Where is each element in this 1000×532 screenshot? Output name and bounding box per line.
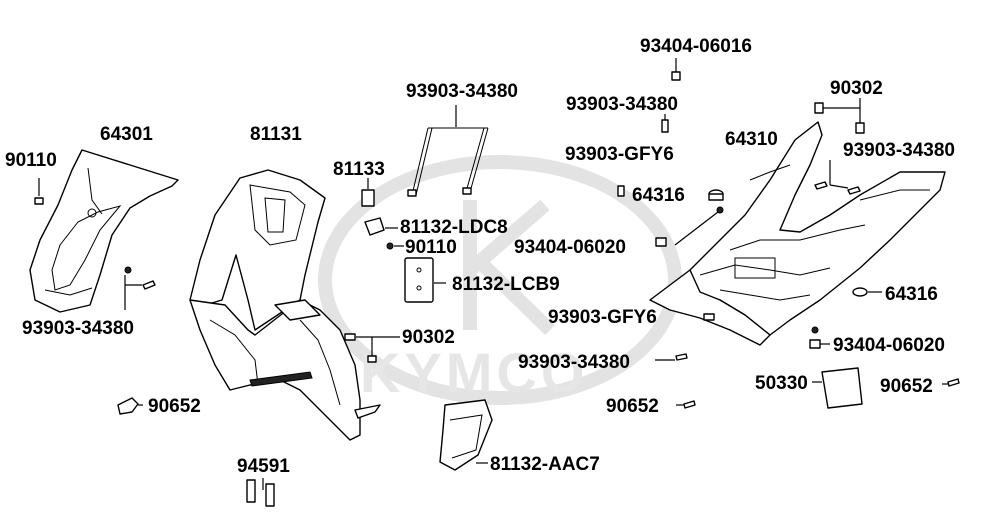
label-50330: 50330 <box>755 373 808 394</box>
clip-90302-left <box>344 333 400 363</box>
label-93903-gfy6-lower: 93903-GFY6 <box>548 307 657 328</box>
label-90110-mid: 90110 <box>405 237 457 258</box>
kymco-watermark-logo: KYMCO <box>318 155 682 405</box>
plate-81132-lcb9 <box>404 257 446 303</box>
screw-93903-upper <box>661 114 669 133</box>
screw-93404-06016 <box>671 58 681 81</box>
label-90652-right: 90652 <box>880 376 933 397</box>
pad-50330 <box>812 367 863 409</box>
label-93903-gfy6-upper: 93903-GFY6 <box>565 144 674 165</box>
grommet-64316-lower <box>852 287 882 297</box>
clip-90652-mid <box>676 400 696 409</box>
label-93404-06020-lower: 93404-06020 <box>833 335 945 356</box>
screw-93404-06020-lower <box>809 326 830 349</box>
clip-90652-right <box>942 378 960 387</box>
label-81131: 81131 <box>250 124 302 145</box>
label-93404-06020-upper: 93404-06020 <box>514 237 626 258</box>
label-93903-shield: 93903-34380 <box>22 318 134 339</box>
label-93903-top: 93903-34380 <box>406 81 518 102</box>
front-cover-drawing <box>189 169 381 441</box>
label-81133: 81133 <box>333 159 385 180</box>
label-90110-left: 90110 <box>5 150 57 171</box>
bracket-93903-top <box>407 105 489 197</box>
label-90302-right: 90302 <box>830 78 883 99</box>
label-90652-left: 90652 <box>148 396 201 417</box>
cover-81132-aac7 <box>439 399 493 471</box>
label-93404-06016: 93404-06016 <box>640 36 752 57</box>
label-93903-upper: 93903-34380 <box>566 94 678 115</box>
clip-90302-right <box>814 98 865 134</box>
label-64316-lower: 64316 <box>885 284 938 305</box>
clip-90652-left <box>117 397 143 415</box>
label-94591: 94591 <box>237 456 290 477</box>
clip-94591 <box>246 478 275 507</box>
floor-board-drawing <box>649 121 946 346</box>
label-90302-left: 90302 <box>402 327 455 348</box>
label-93903-lower: 93903-34380 <box>518 352 630 373</box>
watermark-text: KYMCO <box>360 341 588 404</box>
screw-90110-left <box>34 178 44 205</box>
screw-93404-06020-upper <box>655 206 724 247</box>
screw-90110-mid <box>386 242 404 250</box>
label-81132-aac7: 81132-AAC7 <box>490 454 600 475</box>
label-93903-right: 93903-34380 <box>843 140 955 161</box>
label-64316-upper: 64316 <box>632 185 685 206</box>
screw-93903-gfy6-upper <box>617 185 625 197</box>
front-shield-drawing <box>29 149 179 313</box>
label-81132-lcb9: 81132-LCB9 <box>452 274 560 295</box>
label-64310: 64310 <box>725 129 778 150</box>
screw-93903-gfy6-lower <box>703 313 715 321</box>
label-64301: 64301 <box>100 124 153 145</box>
part-81132-ldc8 <box>364 217 398 236</box>
screw-93903-right-upper <box>814 160 861 195</box>
part-81133-clip <box>361 178 375 207</box>
screw-93903-lower <box>655 353 688 361</box>
label-81132-ldc8: 81132-LDC8 <box>400 217 508 238</box>
screw-93903-shield <box>124 266 156 310</box>
grommet-64316-upper <box>708 189 724 201</box>
label-90652-mid: 90652 <box>606 396 659 417</box>
